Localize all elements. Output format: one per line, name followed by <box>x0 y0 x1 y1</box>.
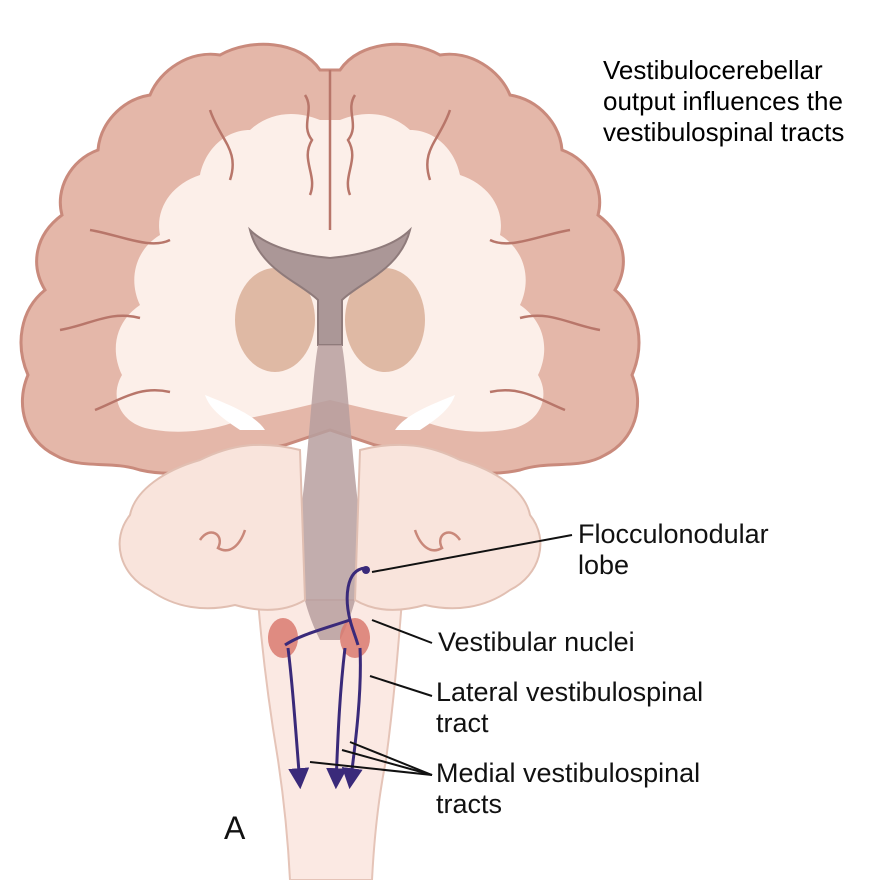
flocculonodular-label-line-2: lobe <box>578 550 630 580</box>
dentate-nuclei <box>198 529 462 552</box>
lateral-vs-label-line-2: tract <box>436 708 489 738</box>
lateral-vs-leader <box>369 675 433 697</box>
panel-letter: A <box>224 810 246 846</box>
lateral-vs-label: Lateral vestibulospinal tract <box>436 677 703 739</box>
flocculonodular-label-line-1: Flocculonodular <box>578 519 769 549</box>
medial-vs-label-line-2: tracts <box>436 789 503 819</box>
cerebellum-left <box>118 443 307 611</box>
medial-vs-leader-2 <box>349 741 433 776</box>
cerebellar-output-pathway-right <box>348 619 360 646</box>
lateral-vs-label-line-1: Lateral vestibulospinal <box>436 677 704 707</box>
caption-line-1: Vestibulocerebellar <box>603 55 823 85</box>
left-basal-ganglia <box>235 268 315 372</box>
third-ventricle-brainstem-core <box>298 345 362 640</box>
medial-vs-leader-1 <box>341 749 433 776</box>
left-lateral-fissure <box>205 395 265 430</box>
cerebellum-right <box>353 443 542 611</box>
right-lateral-fissure <box>395 395 455 430</box>
right-basal-ganglia <box>345 268 425 372</box>
flocculonodular-leader <box>371 534 573 573</box>
figure-caption: Vestibulocerebellar output influences th… <box>603 55 844 148</box>
vestibulospinal-pathways <box>284 566 366 790</box>
lateral-vs-tract <box>341 647 363 790</box>
medial-vs-label-line-1: Medial vestibulospinal <box>436 758 701 788</box>
vestibular-nuclei-label: Vestibular nuclei <box>438 627 635 657</box>
caption-line-3: vestibulospinal tracts <box>603 117 845 147</box>
label-leaders <box>309 534 573 776</box>
caption-line-2: output influences the <box>603 86 843 116</box>
flocculonodular-lobe-node <box>362 566 370 574</box>
medial-vs-label: Medial vestibulospinal tracts <box>436 758 700 820</box>
left-vestibular-nucleus <box>268 618 298 658</box>
lateral-ventricles <box>248 226 412 346</box>
medial-vs-tract-right <box>326 647 348 790</box>
cortical-sulci <box>59 70 601 412</box>
vestibular-nuclei-leader <box>371 619 433 644</box>
medial-vs-tract-left <box>286 647 310 790</box>
flocculonodular-label: Flocculonodular lobe <box>578 519 769 581</box>
medial-vs-leader-3 <box>309 761 433 776</box>
